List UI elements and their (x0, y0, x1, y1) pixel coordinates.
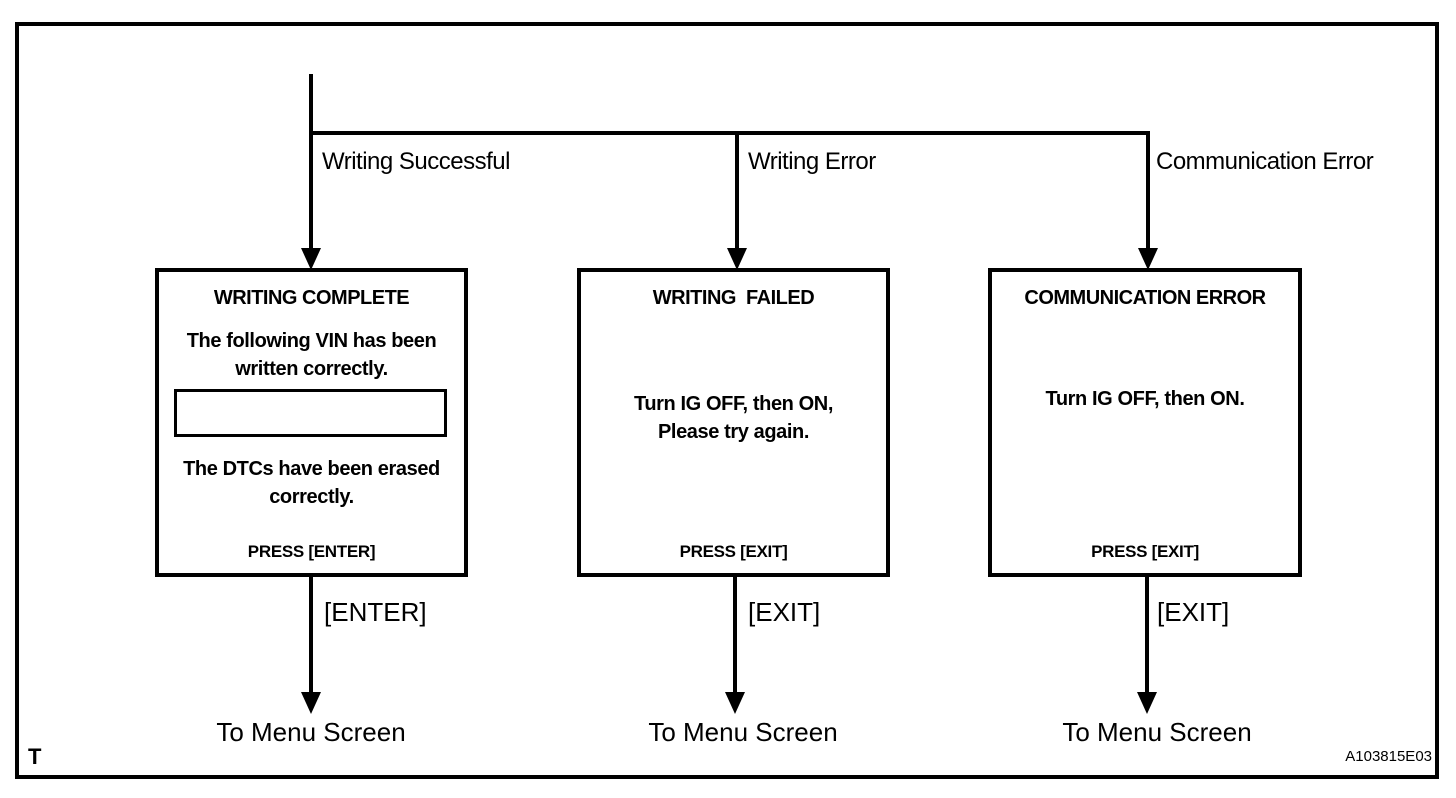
branch-rail-line (309, 131, 1150, 135)
screen-title: COMMUNICATION ERROR (1024, 287, 1266, 309)
arrowhead-down-icon (301, 692, 321, 714)
destination-label: To Menu Screen (216, 717, 406, 747)
exit-line-writing-failed (733, 577, 737, 693)
arrowhead-down-icon (727, 248, 747, 270)
vin-display-field (174, 389, 447, 437)
condition-label-communication-error: Communication Error (1156, 148, 1374, 175)
destination-label: To Menu Screen (648, 717, 838, 747)
arrowhead-down-icon (1138, 248, 1158, 270)
press-key-instruction: PRESS [ENTER] (247, 542, 376, 561)
screen-communication-error: COMMUNICATION ERROR Turn IG OFF, then ON… (988, 268, 1302, 577)
arrowhead-down-icon (301, 248, 321, 270)
key-label-exit: [EXIT] (1157, 597, 1230, 627)
condition-label-writing-error: Writing Error (748, 148, 876, 175)
drop-line-communication-error (1146, 131, 1150, 250)
stem-line (309, 74, 313, 250)
figure-code: A103815E03 (1345, 748, 1432, 765)
exit-line-writing-complete (309, 577, 313, 693)
screen-message: The following VIN has been written corre… (186, 330, 437, 380)
page-corner-label: T (28, 744, 42, 769)
press-key-instruction: PRESS [EXIT] (679, 542, 788, 561)
screen-title: WRITING COMPLETE (213, 287, 410, 309)
arrowhead-down-icon (725, 692, 745, 714)
key-label-exit: [EXIT] (748, 597, 821, 627)
diagram-border (15, 22, 1439, 779)
screen-writing-complete: WRITING COMPLETE The following VIN has b… (155, 268, 468, 577)
screen-message: The DTCs have been erased correctly. (183, 458, 440, 508)
screen-message: Turn IG OFF, then ON, Please try again. (634, 393, 833, 443)
arrowhead-down-icon (1137, 692, 1157, 714)
exit-line-communication-error (1145, 577, 1149, 693)
press-key-instruction: PRESS [EXIT] (1091, 542, 1199, 561)
screen-writing-failed: WRITING FAILED Turn IG OFF, then ON, Ple… (577, 268, 890, 577)
key-label-enter: [ENTER] (324, 597, 427, 627)
screen-title: WRITING FAILED (652, 287, 815, 309)
destination-label: To Menu Screen (1062, 717, 1252, 747)
screen-message: Turn IG OFF, then ON. (1045, 388, 1245, 410)
condition-label-writing-successful: Writing Successful (322, 148, 510, 175)
drop-line-writing-error (735, 131, 739, 250)
